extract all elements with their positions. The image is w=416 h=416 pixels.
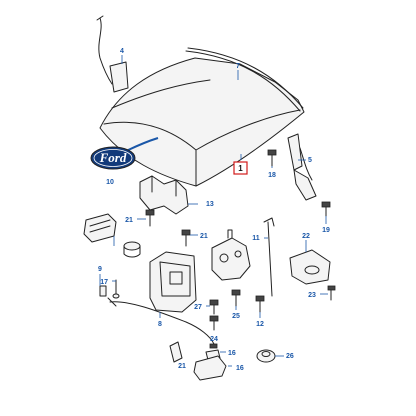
grommet-26 xyxy=(256,349,276,363)
bolt-21b xyxy=(181,229,191,247)
callout-7[interactable]: 7 xyxy=(236,63,240,70)
lower-latch-bracket xyxy=(193,355,227,381)
callout-1[interactable]: 1 xyxy=(238,164,243,173)
callout-19[interactable]: 19 xyxy=(322,227,330,234)
callout-21b[interactable]: 21 xyxy=(200,233,208,240)
callout-27[interactable]: 27 xyxy=(194,304,202,311)
clip-9 xyxy=(99,285,107,297)
latch-support-bracket xyxy=(139,175,189,215)
hood-hinge xyxy=(287,133,317,201)
weatherstrip xyxy=(187,47,304,109)
latch-base xyxy=(149,251,197,313)
callout-10[interactable]: 10 xyxy=(106,179,114,186)
bolt-19 xyxy=(321,201,331,217)
hood-stop-pad xyxy=(123,241,141,258)
bolt-25 xyxy=(231,289,241,307)
callout-13[interactable]: 13 xyxy=(206,201,214,208)
leader-lines xyxy=(99,55,328,367)
callout-11[interactable]: 11 xyxy=(252,235,260,242)
callout-26[interactable]: 26 xyxy=(286,353,294,360)
hood-latch xyxy=(211,229,251,281)
callout-16b[interactable]: 16 xyxy=(236,365,244,372)
bolt-23 xyxy=(327,285,336,301)
emblem-text: Ford xyxy=(99,150,127,165)
callout-21c[interactable]: 21 xyxy=(178,363,186,370)
bolt-24 xyxy=(209,315,219,331)
hood-panel xyxy=(99,57,305,187)
callout-23[interactable]: 23 xyxy=(308,292,316,299)
bolt-12 xyxy=(255,295,265,313)
callout-5[interactable]: 5 xyxy=(308,157,312,164)
callout-24[interactable]: 24 xyxy=(210,336,218,343)
bolt-21a xyxy=(145,209,155,227)
callout-1-box xyxy=(233,161,248,175)
callout-16[interactable]: 16 xyxy=(228,350,236,357)
callout-8[interactable]: 8 xyxy=(158,321,162,328)
release-handle xyxy=(83,213,117,243)
support-rod xyxy=(263,217,275,297)
callout-18[interactable]: 18 xyxy=(268,172,276,179)
bolt-18 xyxy=(267,149,277,167)
bolt-17 xyxy=(112,279,120,299)
callout-21a[interactable]: 21 xyxy=(125,217,133,224)
bolt-16 xyxy=(209,343,218,349)
ford-emblem: Ford xyxy=(90,146,136,170)
lock-bracket xyxy=(289,249,331,285)
callout-4[interactable]: 4 xyxy=(120,48,124,55)
callout-25[interactable]: 25 xyxy=(232,313,240,320)
callout-22[interactable]: 22 xyxy=(302,233,310,240)
cable-end-bracket xyxy=(169,341,183,363)
callout-17[interactable]: 17 xyxy=(100,279,108,286)
callout-9[interactable]: 9 xyxy=(98,266,102,273)
bolt-27 xyxy=(209,299,219,315)
release-cable xyxy=(109,301,215,345)
hood-prop-rod xyxy=(96,15,129,93)
callout-12[interactable]: 12 xyxy=(256,321,264,328)
